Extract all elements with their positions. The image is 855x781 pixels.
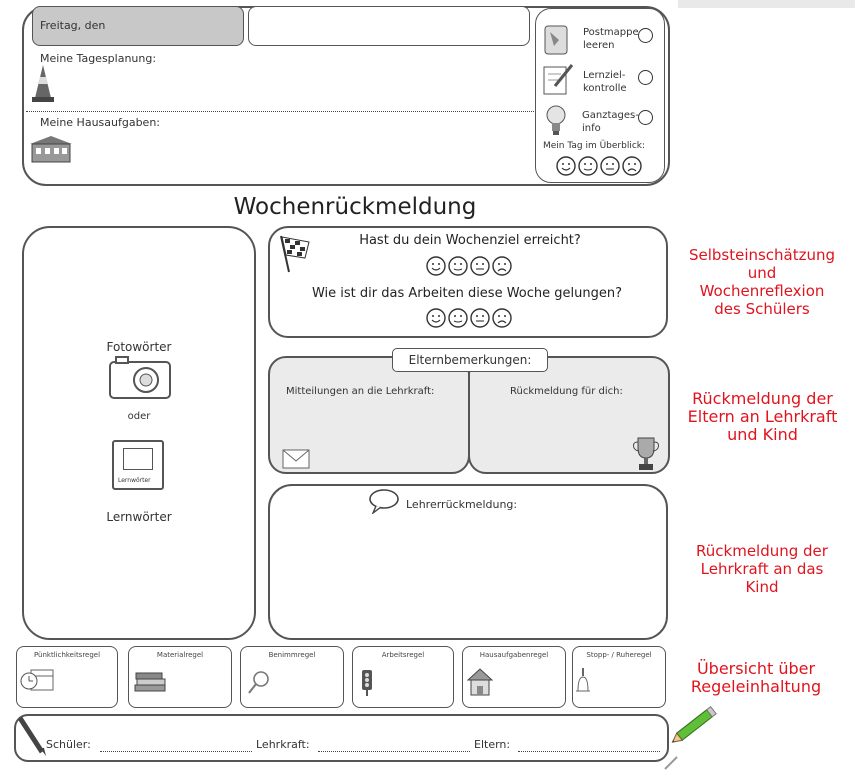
checklist-item-2-line2: kontrolle xyxy=(583,83,627,94)
traffic-cone-icon xyxy=(32,64,54,104)
parents-child-box[interactable] xyxy=(468,356,670,474)
learn-words-label: Lernwörter xyxy=(106,510,172,524)
bell-icon xyxy=(575,667,591,697)
date-value-field[interactable] xyxy=(248,6,530,46)
day-overview-smileys[interactable] xyxy=(554,154,650,178)
card-picture xyxy=(123,448,153,470)
planning-label: Meine Tagesplanung: xyxy=(40,52,157,65)
house-icon xyxy=(467,667,493,697)
planning-divider xyxy=(26,111,534,112)
date-label: Freitag, den xyxy=(40,19,106,32)
trophy-icon xyxy=(632,436,660,472)
school-house-icon xyxy=(28,134,74,164)
annotation-1-line-1: Selbsteinschätzung xyxy=(688,246,836,264)
student-signature-line[interactable] xyxy=(100,751,252,752)
checklist-item-3-line2: info xyxy=(582,123,601,134)
to-teacher-label: Mitteilungen an die Lehrkraft: xyxy=(286,386,435,397)
annotation-2-line-2: Eltern an Lehrkraft xyxy=(687,407,838,426)
checklist-item-2-line1: Lernziel- xyxy=(583,70,626,81)
question-working-week: Wie ist dir das Arbeiten diese Woche gel… xyxy=(311,286,622,301)
annotation-3-line-2: Lehrkraft an das xyxy=(700,560,824,578)
rule-work-label: Arbeitsregel xyxy=(381,651,425,659)
checklist-item-1-line1: Postmappe xyxy=(583,27,639,38)
weekly-goal-smileys[interactable] xyxy=(424,254,520,278)
parents-signature-line[interactable] xyxy=(518,751,660,752)
card-text: Lernwörter xyxy=(118,477,151,484)
overview-label: Mein Tag im Überblick: xyxy=(543,141,646,151)
annotation-1-line-2: und xyxy=(747,264,777,282)
to-child-label: Rückmeldung für dich: xyxy=(510,386,623,397)
teacher-signature-line[interactable] xyxy=(318,751,470,752)
magnifier-icon xyxy=(247,669,271,695)
homework-label: Meine Hausaufgaben: xyxy=(40,116,161,129)
checklist-item-3-line1: Ganztages- xyxy=(582,110,639,121)
rule-stop-quiet[interactable]: Stopp- / Ruheregel xyxy=(572,646,666,708)
annotation-2-line-3: und Kind xyxy=(727,425,798,444)
working-week-smileys[interactable] xyxy=(424,306,520,330)
lightbulb-icon xyxy=(545,104,567,138)
rule-work[interactable]: Arbeitsregel xyxy=(352,646,454,708)
teacher-feedback-box[interactable] xyxy=(268,484,668,640)
rule-material[interactable]: Materialregel xyxy=(128,646,232,708)
annotation-3-line-1: Rückmeldung der xyxy=(696,542,828,560)
envelope-icon xyxy=(282,447,310,471)
green-pencil-icon xyxy=(666,704,722,748)
student-signature-label: Schüler: xyxy=(46,738,91,751)
books-icon xyxy=(133,671,169,693)
parents-signature-label: Eltern: xyxy=(474,738,511,751)
annotation-2-line-1: Rückmeldung der xyxy=(692,389,833,408)
rule-punctuality[interactable]: Pünktlichkeitsregel xyxy=(16,646,118,708)
annotation-3-line-3: Kind xyxy=(745,578,779,596)
rule-behavior[interactable]: Benimmregel xyxy=(240,646,344,708)
rule-behavior-label: Benimmregel xyxy=(268,651,316,659)
corner-slash xyxy=(664,756,678,770)
or-label: oder xyxy=(127,411,151,422)
traffic-light-icon xyxy=(360,669,374,697)
rule-homework-label: Hausaufgabenregel xyxy=(479,651,549,659)
rule-homework[interactable]: Hausaufgabenregel xyxy=(462,646,566,708)
annotation-1-line-3: Wochenreflexion xyxy=(699,282,825,300)
parents-title-tab: Elternbemerkungen: xyxy=(392,348,548,372)
annotation-self-assessment: Selbsteinschätzung und Wochenreflexion d… xyxy=(676,246,848,318)
checklist-item-2-checkbox[interactable] xyxy=(638,70,653,85)
teacher-feedback-title: Lehrerrückmeldung: xyxy=(406,498,518,511)
checklist-item-1-checkbox[interactable] xyxy=(638,28,653,43)
parents-teacher-box[interactable] xyxy=(268,356,470,474)
rule-stop-quiet-label: Stopp- / Ruheregel xyxy=(586,651,652,659)
learn-words-card-icon: Lernwörter xyxy=(112,440,164,490)
date-field[interactable]: Freitag, den xyxy=(32,6,244,46)
left-panel xyxy=(22,226,256,640)
reflection-box xyxy=(268,226,668,338)
rule-material-label: Materialregel xyxy=(156,651,204,659)
signature-box xyxy=(14,714,669,762)
photo-words-label: Fotowörter xyxy=(106,340,172,354)
backpack-icon xyxy=(541,22,571,56)
checkered-flag-icon xyxy=(277,234,313,274)
annotation-1-line-4: des Schülers xyxy=(714,300,810,318)
checklist-item-3-checkbox[interactable] xyxy=(638,110,653,125)
annotation-teacher-feedback: Rückmeldung der Lehrkraft an das Kind xyxy=(676,542,848,596)
question-weekly-goal: Hast du dein Wochenziel erreicht? xyxy=(359,233,581,248)
parents-title: Elternbemerkungen: xyxy=(408,353,532,367)
annotation-parents-feedback: Rückmeldung der Eltern an Lehrkraft und … xyxy=(670,390,855,444)
annotation-rules-overview: Übersicht über Regeleinhaltung xyxy=(670,660,842,696)
pen-icon xyxy=(16,714,48,758)
annotation-4-line-1: Übersicht über xyxy=(696,659,816,678)
checklist-item-1-line2: leeren xyxy=(583,40,615,51)
clock-calendar-icon xyxy=(19,667,55,693)
page-title: Wochenrückmeldung xyxy=(233,194,477,220)
speech-bubble-icon xyxy=(368,488,400,514)
rule-punctuality-label: Pünktlichkeitsregel xyxy=(33,651,101,659)
pencil-paper-icon xyxy=(541,62,575,96)
camera-icon xyxy=(108,354,172,400)
top-strip xyxy=(678,0,855,8)
teacher-signature-label: Lehrkraft: xyxy=(256,738,310,751)
annotation-4-line-2: Regeleinhaltung xyxy=(690,677,822,696)
